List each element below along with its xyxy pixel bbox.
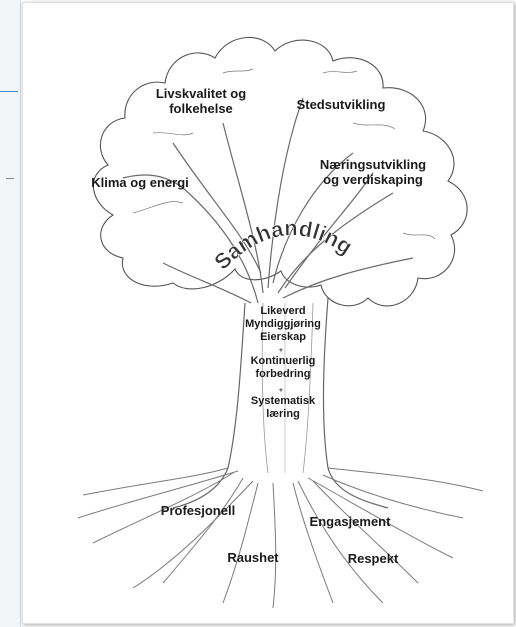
label-kontinuerlig-forbedring: Kontinuerlig forbedring xyxy=(250,355,316,380)
label-stedsutvikling: Stedsutvikling xyxy=(296,97,386,112)
label-systematisk-laering: Systematisk læring xyxy=(250,395,316,420)
separator-star-1: * xyxy=(279,347,283,358)
tree-diagram-frame: Samhandling Livskvalitet og folkehelse S… xyxy=(22,2,514,624)
margin-blue-line xyxy=(0,91,18,92)
tree-illustration: Samhandling xyxy=(77,37,484,609)
tree-crown-outline xyxy=(92,37,468,307)
separator-star-2: * xyxy=(279,387,283,398)
tree-trunk xyxy=(172,297,389,509)
label-livskvalitet: Livskvalitet og folkehelse xyxy=(155,86,247,116)
tree-roots xyxy=(77,467,484,609)
label-respekt: Respekt xyxy=(347,551,399,566)
left-margin-bar xyxy=(0,0,21,627)
margin-tick xyxy=(6,178,14,179)
label-klima-og-energi: Klima og energi xyxy=(91,175,189,190)
crown-inner-texture xyxy=(132,68,436,240)
label-naeringsutvikling: Næringsutvikling og verdiskaping xyxy=(319,157,427,187)
label-values-block: Likeverd Myndiggjøring Eierskap xyxy=(245,305,321,343)
tree-branches xyxy=(122,97,414,304)
label-raushet: Raushet xyxy=(227,550,279,565)
label-profesjonell: Profesjonell xyxy=(160,503,236,518)
label-engasjement: Engasjement xyxy=(309,514,391,529)
